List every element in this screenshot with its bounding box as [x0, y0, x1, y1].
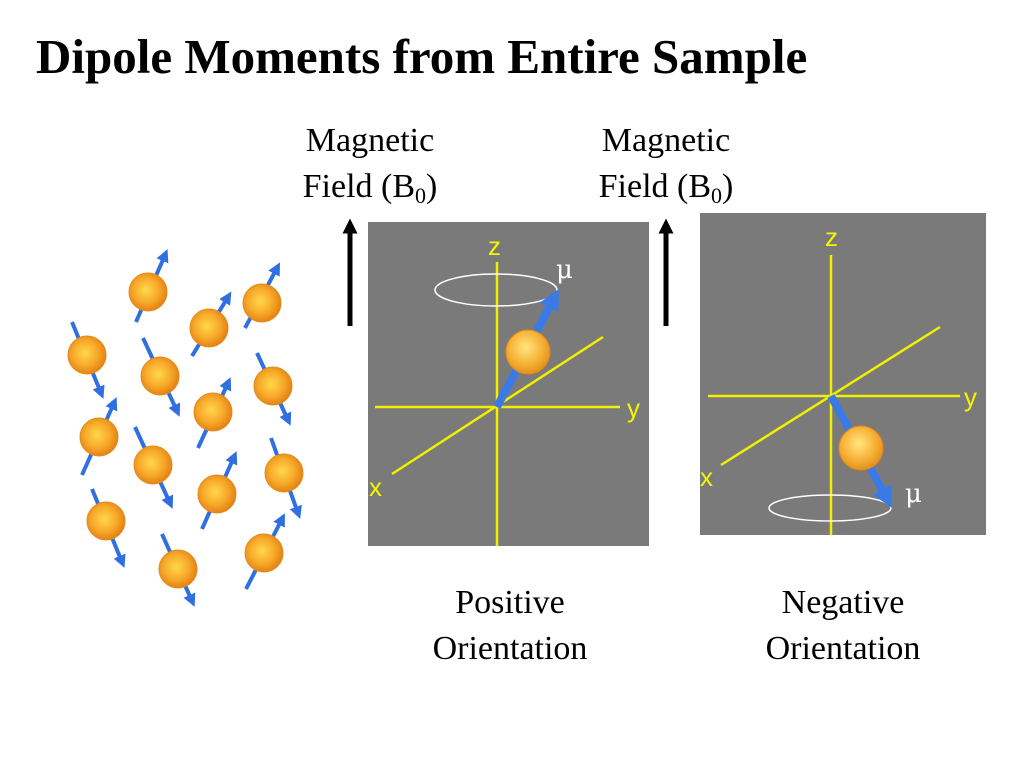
- nucleus-sphere: [158, 549, 198, 589]
- nucleus-sphere: [128, 272, 168, 312]
- nucleus-sphere: [86, 501, 126, 541]
- mu-label: μ: [905, 479, 922, 509]
- field-label-line1: Magnetic: [601, 122, 731, 159]
- field-label-line2: Field (B0): [556, 164, 776, 219]
- nucleus-sphere: [189, 308, 229, 348]
- nucleus-sphere: [264, 453, 304, 493]
- nucleus-sphere: [244, 533, 284, 573]
- field-label-prefix: Field (B: [302, 168, 416, 205]
- nucleus-sphere: [133, 445, 173, 485]
- field-label-right: Magnetic Field (B0): [556, 118, 776, 219]
- nucleus-sphere: [193, 392, 233, 432]
- caption-line2: Orientation: [765, 630, 921, 667]
- field-label-prefix: Field (B: [598, 168, 712, 205]
- nucleus-sphere: [140, 356, 180, 396]
- field-label-left: Magnetic Field (B0): [260, 118, 480, 219]
- negative-caption: Negative Orientation: [723, 580, 963, 672]
- z-axis-label: z: [825, 222, 838, 252]
- positive-orientation-panel: z y x μ: [368, 222, 649, 546]
- field-label-line2: Field (B0): [260, 164, 480, 219]
- nucleus-sphere: [197, 474, 237, 514]
- precession-orbit: [768, 494, 892, 522]
- caption-line1: Positive: [455, 584, 565, 621]
- field-label-subscript: 0: [711, 183, 723, 208]
- caption-line2: Orientation: [432, 630, 588, 667]
- x-axis-label: x: [369, 472, 382, 502]
- nucleus-sphere: [838, 425, 884, 471]
- y-axis-label: y: [627, 393, 640, 423]
- nucleus-sphere: [253, 366, 293, 406]
- dipole-sample: [67, 249, 304, 607]
- slide-title: Dipole Moments from Entire Sample: [36, 29, 808, 84]
- x-axis: [720, 325, 941, 467]
- field-label-suffix: ): [426, 168, 438, 205]
- nucleus-sphere: [67, 335, 107, 375]
- field-label-subscript: 0: [415, 183, 427, 208]
- field-label-line1: Magnetic: [305, 122, 435, 159]
- z-axis-label: z: [488, 231, 501, 261]
- negative-orientation-panel: z y x μ: [700, 213, 986, 535]
- nucleus-sphere: [242, 283, 282, 323]
- x-axis-label: x: [700, 462, 713, 492]
- caption-line1: Negative: [781, 584, 905, 621]
- nucleus-sphere: [79, 417, 119, 457]
- field-label-suffix: ): [722, 168, 734, 205]
- panel-background: [700, 213, 986, 535]
- mu-label: μ: [556, 255, 573, 285]
- positive-caption: Positive Orientation: [390, 580, 630, 672]
- y-axis-label: y: [964, 382, 977, 412]
- nucleus-sphere: [505, 329, 551, 375]
